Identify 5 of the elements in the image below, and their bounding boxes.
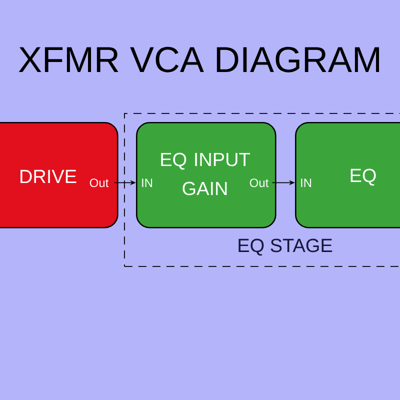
port-label: IN [142, 178, 152, 187]
port-label: IN [301, 178, 312, 187]
port-label: Out [250, 178, 269, 188]
port-label: Out [90, 178, 109, 188]
title: XFMR VCA DIAGRAM [18, 46, 380, 72]
